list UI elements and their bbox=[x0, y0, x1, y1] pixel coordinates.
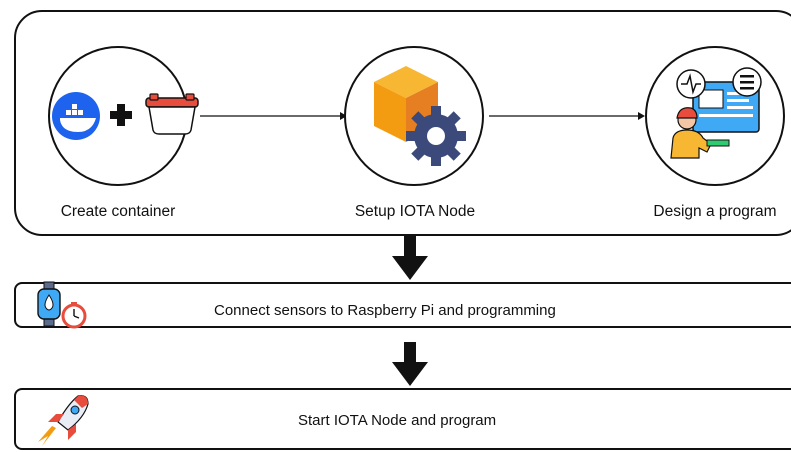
down-arrow-2 bbox=[392, 342, 428, 386]
step-label: Setup IOTA Node bbox=[354, 203, 476, 220]
rocket-icon bbox=[38, 395, 89, 446]
step-label: Create container bbox=[60, 203, 176, 220]
docker-plus-container-icon bbox=[52, 92, 199, 140]
down-arrow-1 bbox=[392, 236, 428, 280]
bar-label: Connect sensors to Raspberry Pi and prog… bbox=[214, 302, 556, 319]
step-label: Design a program bbox=[653, 203, 777, 220]
cube-gear-icon bbox=[374, 66, 466, 166]
arrow-2-head bbox=[638, 112, 645, 120]
sensor-stopwatch-icon bbox=[37, 281, 87, 329]
arrow-1-head bbox=[340, 112, 347, 120]
programmer-icon bbox=[670, 67, 762, 159]
step-bar-connect-sensors bbox=[14, 282, 791, 328]
bar-label: Start IOTA Node and program bbox=[298, 412, 497, 429]
